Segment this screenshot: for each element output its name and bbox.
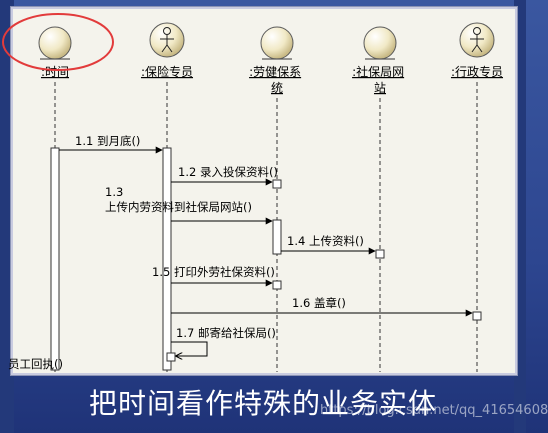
activation-labor-2: [272, 219, 282, 255]
object-labor-system: :劳健保系 统: [249, 26, 305, 95]
object-label-time: :时间: [41, 65, 69, 79]
activation-admin: [472, 311, 482, 321]
activation-time: [50, 147, 60, 371]
messages: 1.1 到月底() 1.2 录入投保资料() 1.3 上传内劳资料到社保局网站(…: [8, 134, 473, 371]
actor-icon: [160, 27, 174, 53]
message-label-1-3: 1.3 上传内劳资料到社保局网站(): [105, 185, 252, 214]
message-label-1-6: 1.6 盖章(): [292, 296, 346, 310]
object-label-labor-system: :劳健保系 统: [249, 65, 305, 95]
activation-insurance-clerk: [162, 147, 172, 371]
entity-object-icon: [38, 26, 72, 60]
message-label-receipt: 员工回执(): [8, 357, 63, 371]
entity-object-icon: [363, 26, 397, 60]
slide: :时间 :保险专员 :劳健保系 统: [0, 0, 526, 433]
watermark: https://blog.csdn.net/qq_41654608: [320, 403, 548, 418]
object-label-insurance-clerk: :保险专员: [141, 64, 193, 79]
message-label-1-5: 1.5 打印外劳社保资料(): [152, 265, 275, 279]
activation-bars: [50, 147, 482, 371]
entity-object-icon: [260, 26, 294, 60]
activation-self: [166, 352, 176, 362]
object-label-admin-clerk: :行政专员: [451, 64, 503, 79]
message-label-1-1: 1.1 到月底(): [75, 134, 140, 148]
message-label-1-7: 1.7 邮寄给社保局(): [176, 326, 276, 340]
slide-caption: 把时间看作特殊的业务实体: [88, 387, 437, 420]
highlight-ellipse: [2, 13, 114, 71]
object-admin-clerk: :行政专员: [451, 22, 503, 79]
object-ssb-site: :社保局网 站: [352, 26, 408, 95]
message-arrow-1-7: [171, 341, 208, 356]
object-insurance-clerk: :保险专员: [141, 22, 193, 79]
object-time: :时间: [38, 26, 72, 79]
message-label-1-4: 1.4 上传资料(): [287, 234, 364, 248]
actor-icon: [470, 27, 484, 53]
sequence-diagram-panel: [10, 6, 518, 376]
activation-ssb: [375, 249, 385, 259]
object-label-ssb-site: :社保局网 站: [352, 64, 408, 95]
message-label-1-2: 1.2 录入投保资料(): [178, 165, 278, 179]
activation-labor-3: [272, 280, 282, 290]
sequence-diagram: :时间 :保险专员 :劳健保系 统: [2, 13, 503, 372]
activation-labor-1: [272, 179, 282, 189]
